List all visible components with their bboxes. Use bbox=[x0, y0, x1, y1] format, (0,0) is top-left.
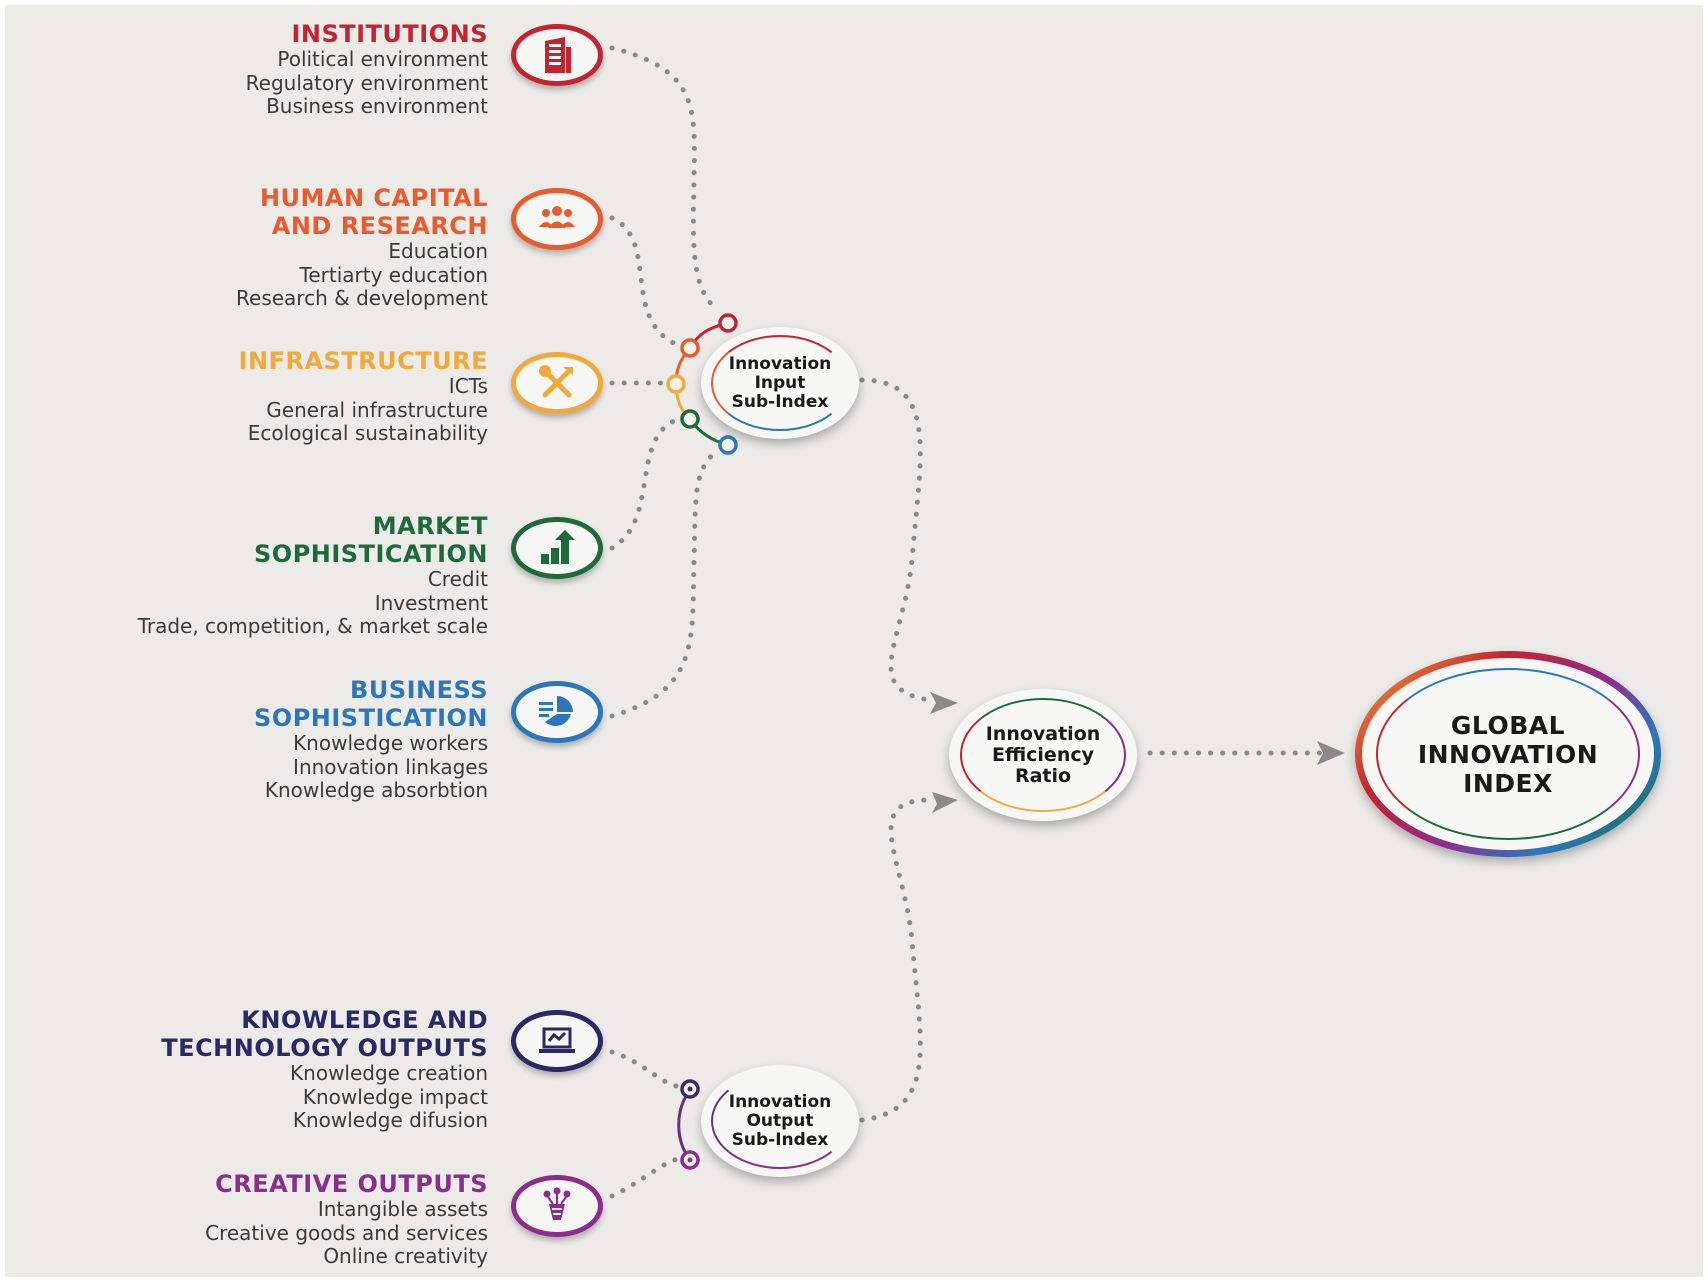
input-dot-yellow bbox=[666, 374, 686, 394]
global-innovation-index-node: GLOBAL INNOVATION INDEX bbox=[1355, 651, 1661, 857]
pillar-market: MARKET SOPHISTICATION Credit Investment … bbox=[138, 512, 488, 639]
pillar-title-business: BUSINESS SOPHISTICATION bbox=[254, 676, 488, 732]
pillar-item: Ecological sustainability bbox=[247, 421, 488, 445]
pillar-item: Business environment bbox=[266, 94, 488, 118]
connector-market bbox=[609, 417, 679, 551]
pillar-item: Intangible assets bbox=[317, 1197, 488, 1221]
global-innovation-index-label: GLOBAL INNOVATION INDEX bbox=[1417, 710, 1599, 798]
pillar-item: Knowledge difusion bbox=[292, 1108, 488, 1132]
arrowhead-efficiency-bottom bbox=[932, 792, 958, 813]
creative-idea-icon bbox=[511, 1175, 603, 1237]
connector-input-efficiency bbox=[859, 377, 933, 703]
pillar-item: General infrastructure bbox=[266, 397, 488, 422]
pillar-item: Creative goods and services bbox=[205, 1220, 488, 1245]
people-icon bbox=[511, 188, 603, 250]
input-dot-red bbox=[718, 313, 738, 333]
pillar-title-institutions: INSTITUTIONS bbox=[291, 20, 488, 48]
connector-human-capital bbox=[609, 215, 681, 348]
pillar-item: Credit bbox=[427, 567, 488, 591]
pillar-institutions: INSTITUTIONS Political environment Regul… bbox=[246, 20, 488, 119]
pillar-title-human-capital: HUMAN CAPITAL AND RESEARCH bbox=[259, 184, 488, 240]
pillar-item: Online creativity bbox=[323, 1244, 488, 1268]
pillar-human-capital: HUMAN CAPITAL AND RESEARCH Education Ter… bbox=[236, 184, 488, 311]
pillar-business: BUSINESS SOPHISTICATION Knowledge worker… bbox=[254, 676, 488, 803]
pie-chart-icon bbox=[511, 681, 603, 743]
innovation-efficiency-node: Innovation Efficiency Ratio bbox=[949, 689, 1137, 821]
pillar-item: Regulatory environment bbox=[245, 70, 488, 95]
output-arc bbox=[677, 1089, 692, 1161]
pillar-title-infrastructure: INFRASTRUCTURE bbox=[238, 347, 488, 375]
connector-institutions bbox=[609, 45, 721, 313]
connector-creative bbox=[609, 1155, 685, 1199]
input-dot-orange bbox=[680, 338, 700, 358]
connector-knowledge bbox=[609, 1049, 685, 1090]
input-dot-green bbox=[680, 409, 700, 429]
pillar-infrastructure: INFRASTRUCTURE ICTs General infrastructu… bbox=[239, 347, 488, 446]
arrowhead-gii bbox=[1317, 741, 1345, 765]
pillar-item: Knowledge workers bbox=[293, 731, 488, 755]
pillar-knowledge: KNOWLEDGE AND TECHNOLOGY OUTPUTS Knowled… bbox=[161, 1006, 488, 1133]
connector-output-efficiency bbox=[859, 797, 933, 1123]
tools-icon bbox=[511, 352, 603, 414]
pillar-item: Research & development bbox=[236, 286, 488, 310]
input-dot-blue bbox=[718, 435, 738, 455]
arrowhead-efficiency-top bbox=[930, 692, 958, 714]
pillar-item: Knowledge creation bbox=[290, 1061, 488, 1085]
innovation-input-node: Innovation Input Sub-Index bbox=[701, 327, 859, 439]
laptop-icon bbox=[511, 1010, 603, 1072]
pillar-item: ICTs bbox=[448, 374, 488, 398]
pillar-item: Innovation linkages bbox=[293, 754, 488, 779]
innovation-efficiency-label: Innovation Efficiency Ratio bbox=[985, 722, 1101, 787]
pillar-item: Knowledge absorbtion bbox=[264, 778, 488, 802]
innovation-input-label: Innovation Input Sub-Index bbox=[728, 353, 832, 412]
innovation-output-label: Innovation Output Sub-Index bbox=[728, 1091, 832, 1150]
pillar-item: Investment bbox=[374, 590, 488, 615]
pillar-item: Trade, competition, & market scale bbox=[137, 614, 488, 638]
building-icon bbox=[511, 24, 603, 86]
pillar-creative: CREATIVE OUTPUTS Intangible assets Creat… bbox=[205, 1170, 488, 1269]
pillar-item: Tertiarty education bbox=[299, 262, 489, 287]
pillar-title-knowledge: KNOWLEDGE AND TECHNOLOGY OUTPUTS bbox=[161, 1006, 488, 1062]
pillar-title-creative: CREATIVE OUTPUTS bbox=[215, 1170, 488, 1198]
pillar-item: Knowledge impact bbox=[302, 1084, 488, 1109]
growth-chart-icon bbox=[511, 517, 603, 579]
innovation-output-node: Innovation Output Sub-Index bbox=[701, 1065, 859, 1177]
pillar-item: Political environment bbox=[277, 47, 488, 71]
connector-business bbox=[609, 447, 721, 719]
pillar-item: Education bbox=[388, 239, 488, 263]
diagram-background bbox=[5, 5, 1703, 1277]
pillar-title-market: MARKET SOPHISTICATION bbox=[254, 512, 488, 568]
